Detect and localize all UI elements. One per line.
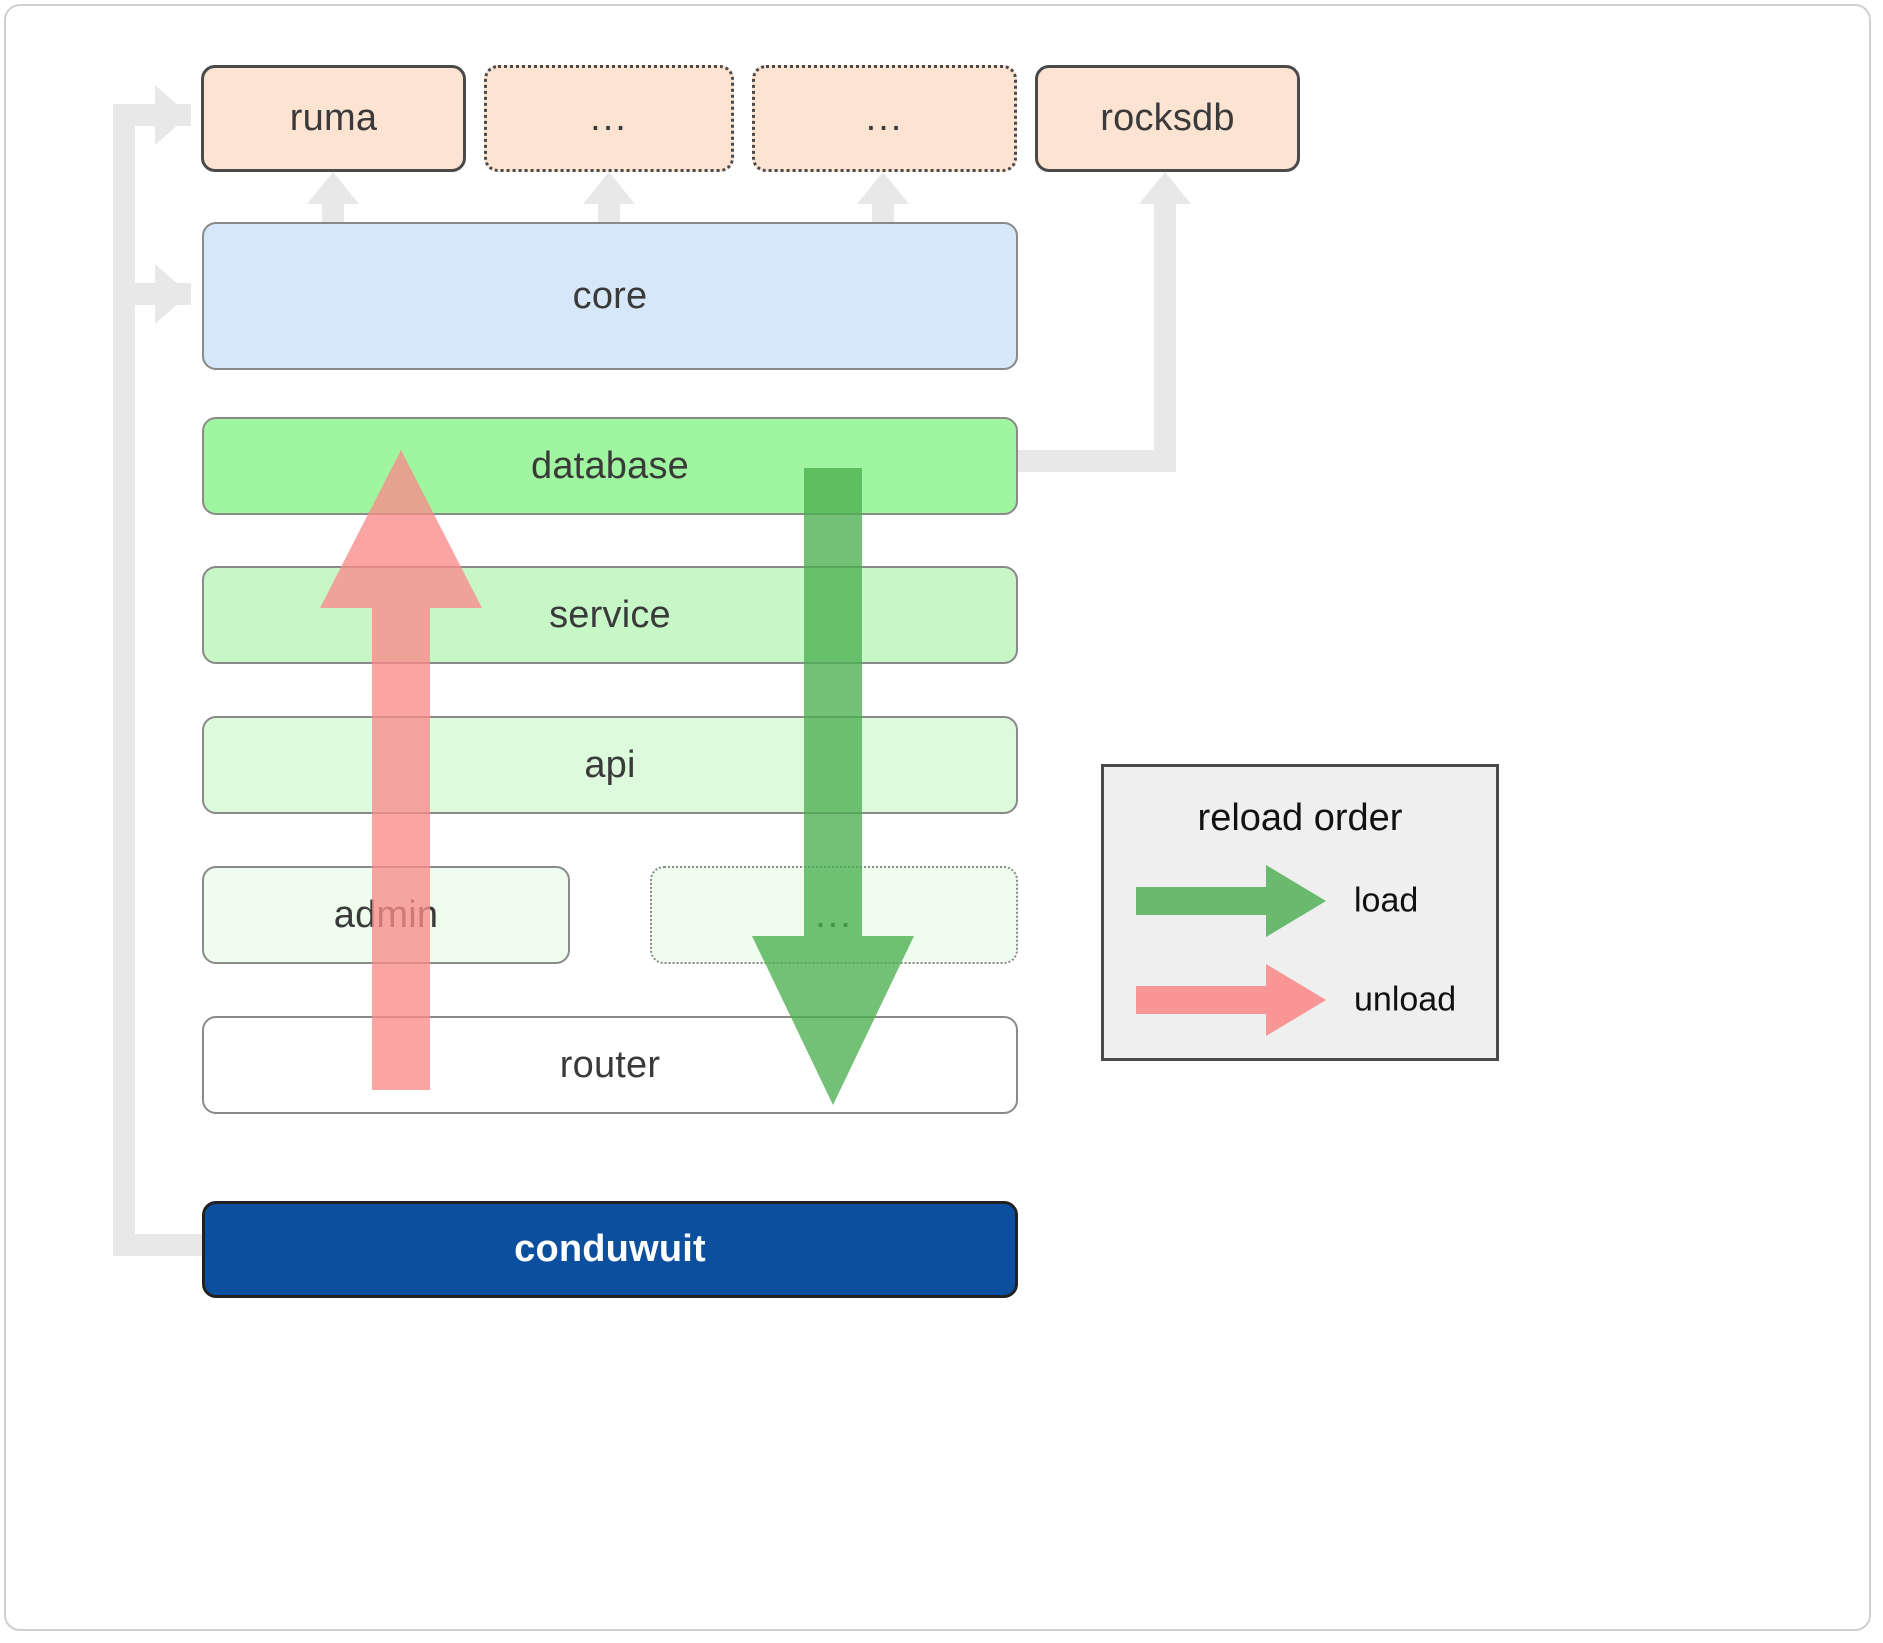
legend-row-unload: unload bbox=[1104, 964, 1496, 1036]
dependency-label: ... bbox=[865, 97, 904, 139]
legend-label-load: load bbox=[1354, 881, 1419, 920]
connector-database-to-rocksdb-horizontal bbox=[1018, 450, 1176, 472]
legend-title: reload order bbox=[1197, 797, 1403, 839]
layer-box-router[interactable]: router bbox=[202, 1016, 1018, 1114]
connector-rocksdb-arrowhead bbox=[1139, 172, 1191, 204]
legend-row-load: load bbox=[1104, 865, 1496, 937]
dependency-box-rocksdb[interactable]: rocksdb bbox=[1035, 65, 1300, 172]
connector-branch-from-conduwuit bbox=[113, 1234, 223, 1256]
layer-label: router bbox=[559, 1043, 661, 1086]
connector-arrowhead-ruma bbox=[155, 85, 189, 145]
legend-label-unload: unload bbox=[1354, 980, 1457, 1019]
core-label: core bbox=[572, 274, 648, 317]
dependency-box-ruma[interactable]: ruma bbox=[201, 65, 466, 172]
layer-label: database bbox=[531, 444, 689, 487]
dependency-label: ruma bbox=[289, 97, 378, 139]
root-label: conduwuit bbox=[514, 1228, 706, 1270]
dependency-box-2[interactable]: ... bbox=[484, 65, 734, 172]
connector-core-to-dep2-arrowhead bbox=[583, 172, 635, 204]
load-flow-arrow bbox=[752, 468, 914, 1105]
layer-box-api[interactable]: api bbox=[202, 716, 1018, 814]
layer-label: api bbox=[584, 743, 636, 786]
load-legend-arrow-icon bbox=[1136, 865, 1326, 942]
connector-trunk-vertical bbox=[113, 104, 135, 1256]
unload-legend-arrow-icon bbox=[1136, 964, 1326, 1041]
dependency-box-3[interactable]: ... bbox=[752, 65, 1017, 172]
legend-panel: reload order load unload bbox=[1101, 764, 1499, 1061]
root-box-conduwuit[interactable]: conduwuit bbox=[202, 1201, 1018, 1298]
layer-box-database[interactable]: database bbox=[202, 417, 1018, 515]
core-box[interactable]: core bbox=[202, 222, 1018, 370]
layer-label: service bbox=[549, 593, 671, 636]
connector-core-to-ruma-arrowhead bbox=[307, 172, 359, 204]
connector-core-to-dep3-arrowhead bbox=[857, 172, 909, 204]
connector-database-to-rocksdb-vertical bbox=[1154, 200, 1176, 472]
connector-arrowhead-core bbox=[155, 264, 189, 324]
dependency-label: rocksdb bbox=[1100, 97, 1235, 139]
dependency-label: ... bbox=[590, 97, 628, 139]
unload-flow-arrow bbox=[320, 450, 482, 1090]
